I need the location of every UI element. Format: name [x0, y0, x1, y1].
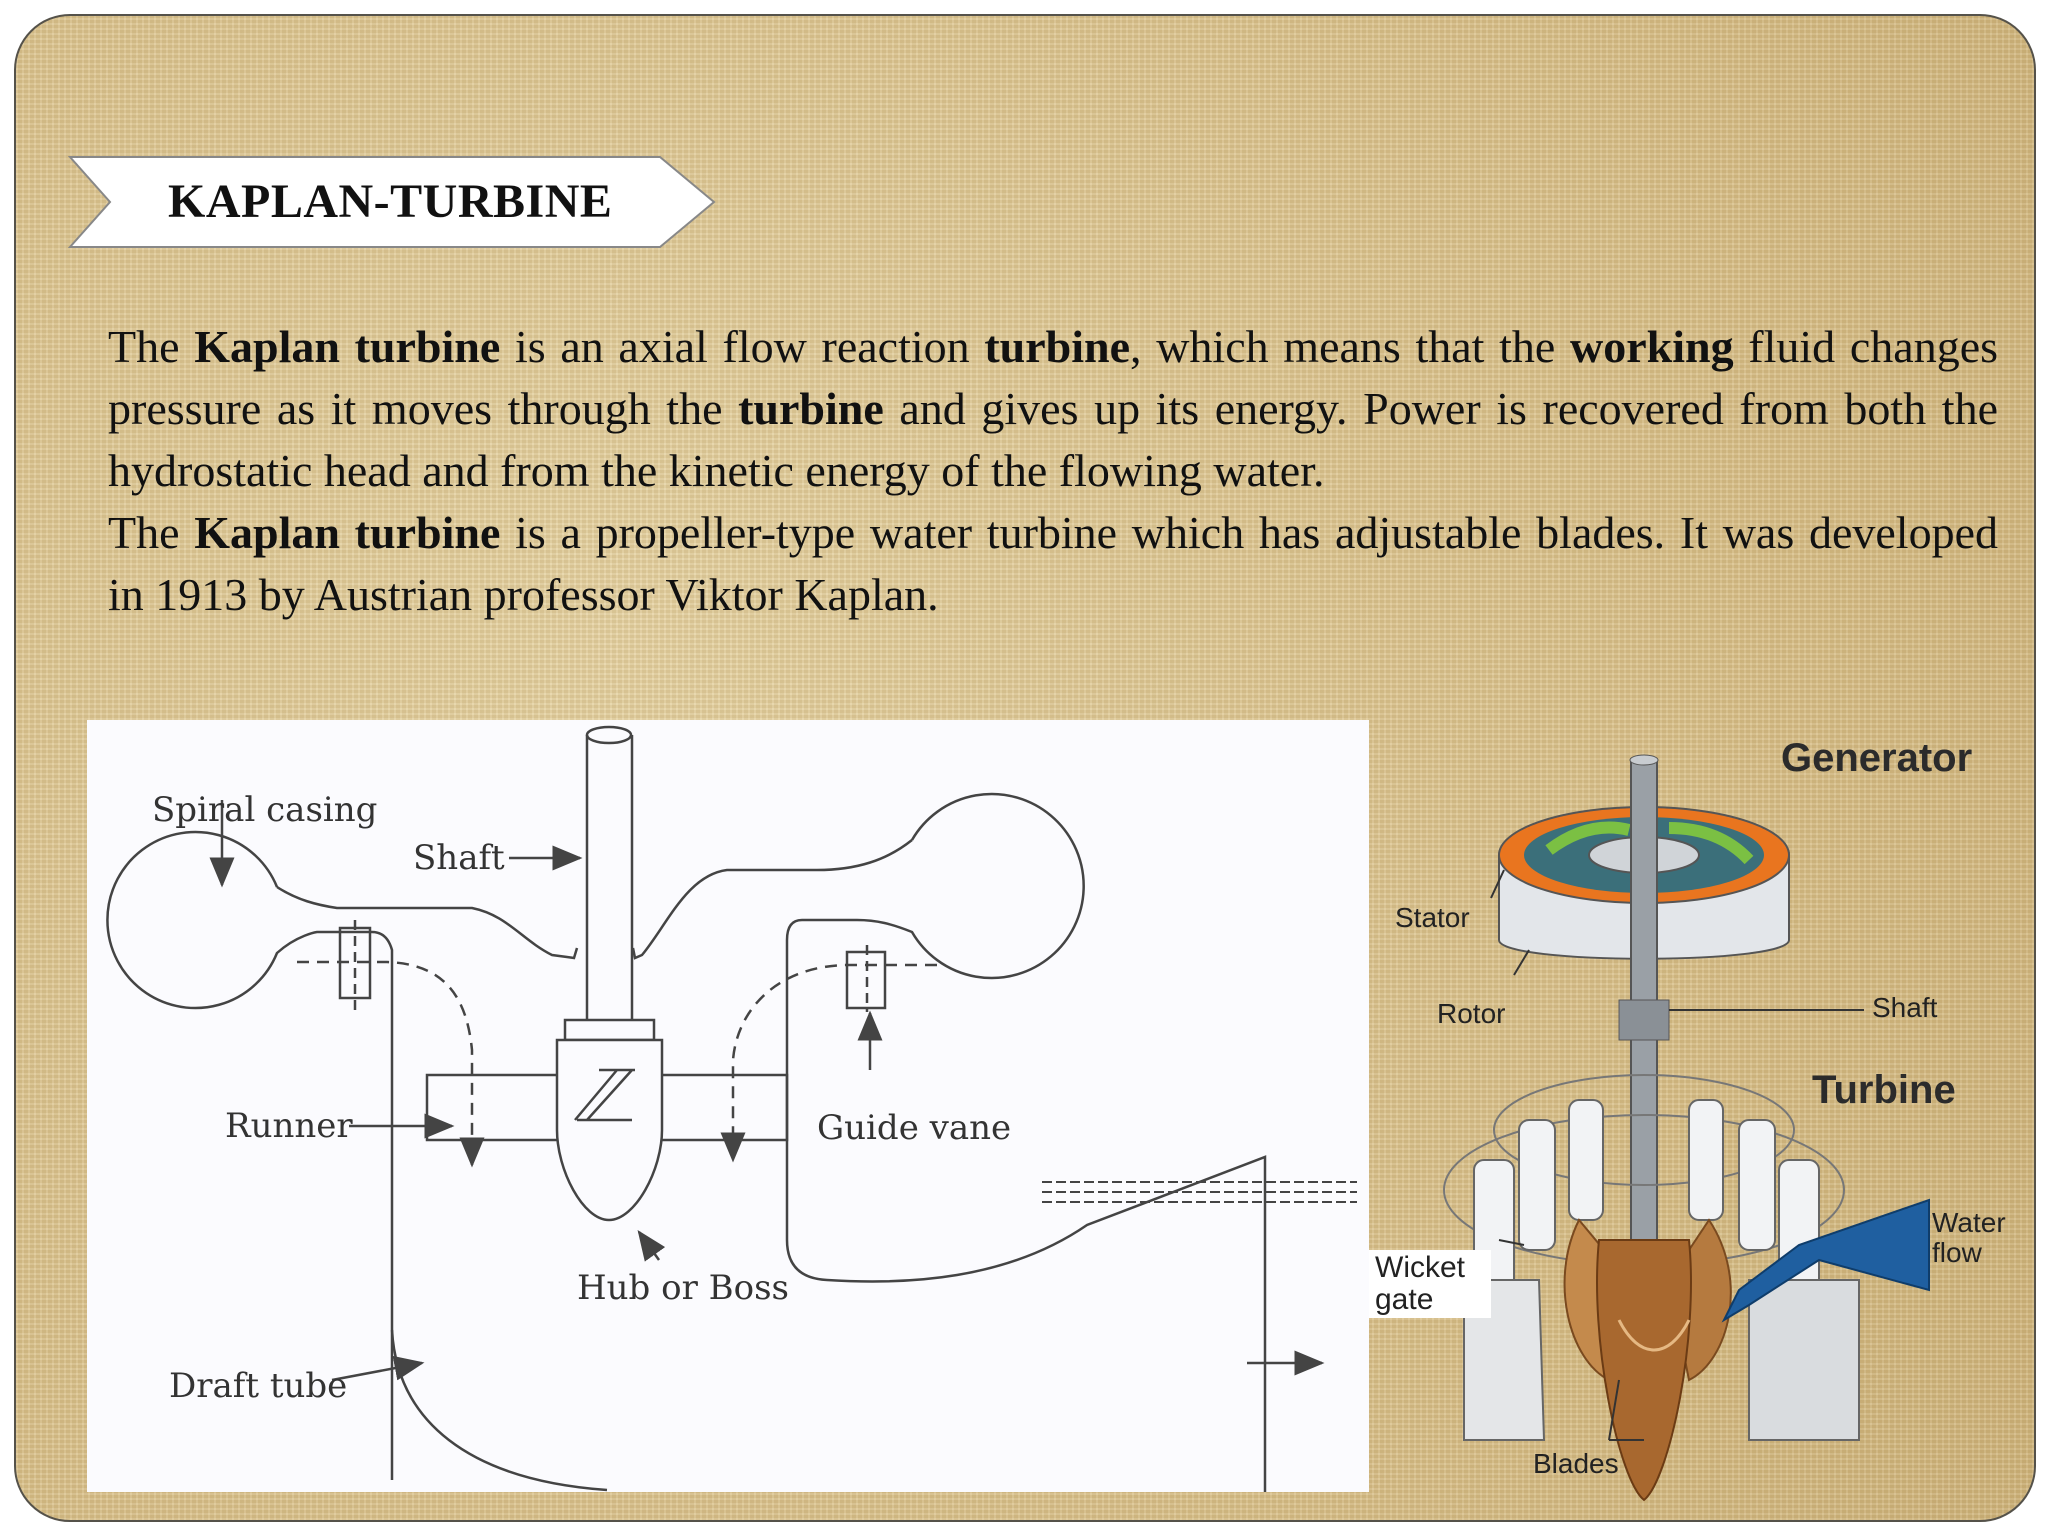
- left-casing: [106, 830, 394, 1480]
- shaft-lines: [585, 735, 634, 1020]
- paragraph-2: The Kaplan turbine is a propeller-type w…: [108, 502, 1998, 626]
- text-run: , which means that the: [1130, 321, 1571, 372]
- label-water-flow: Water flow: [1932, 1207, 2006, 1268]
- label-shaft: Shaft: [413, 838, 505, 878]
- label-hub-or-boss: Hub or Boss: [577, 1268, 790, 1308]
- diagram-lines: [106, 725, 1357, 1492]
- label-wicket-gate: Wicket gate: [1369, 1250, 1491, 1318]
- text-run: is a propeller-type water turbine which …: [108, 507, 1998, 620]
- paragraph-1: The Kaplan turbine is an axial flow reac…: [108, 316, 1998, 502]
- hub: [555, 1038, 664, 1222]
- draft-curve: [390, 1329, 608, 1492]
- page-title: KAPLAN-TURBINE: [168, 175, 613, 228]
- text-run: The: [108, 507, 195, 558]
- text-run: fluid changes pressure as it moves throu…: [108, 321, 1999, 434]
- cutaway-drawing: [1443, 754, 1930, 1502]
- label-turbine: Turbine: [1812, 1068, 1956, 1112]
- kaplan-section-diagram: Spiral casing Shaft Runner Guide vane Hu…: [87, 720, 1369, 1492]
- label-guide-vane: Guide vane: [817, 1108, 1012, 1148]
- label-blades: Blades: [1533, 1448, 1619, 1479]
- text-run: The: [108, 321, 195, 372]
- bold-term: turbine: [984, 321, 1131, 372]
- label-draft-tube: Draft tube: [169, 1366, 348, 1406]
- label-generator: Generator: [1781, 736, 1973, 780]
- label-spiral-casing: Spiral casing: [152, 790, 378, 830]
- bold-term: turbine: [738, 383, 884, 434]
- label-rotor: Rotor: [1437, 998, 1506, 1029]
- body-text: The Kaplan turbine is an axial flow reac…: [108, 316, 1998, 626]
- bold-term: working: [1570, 321, 1734, 372]
- bold-term: Kaplan turbine: [194, 507, 501, 558]
- label-stator: Stator: [1395, 902, 1470, 933]
- text-run: and gives up its energy. Power is recove…: [108, 383, 1999, 496]
- kaplan-cutaway-illustration: Generator Stator Rotor Shaft Turbine Wat…: [1369, 720, 2034, 1520]
- bold-term: Kaplan turbine: [194, 321, 501, 372]
- text-run: is an axial flow reaction: [500, 321, 985, 372]
- title-banner: KAPLAN-TURBINE: [68, 153, 718, 251]
- banner-shape: [68, 156, 716, 248]
- right-casing: [785, 792, 1267, 1492]
- label-runner: Runner: [225, 1106, 353, 1146]
- label-shaft-illus: Shaft: [1872, 992, 1938, 1023]
- slide: KAPLAN-TURBINE The Kaplan turbine is an …: [14, 14, 2036, 1522]
